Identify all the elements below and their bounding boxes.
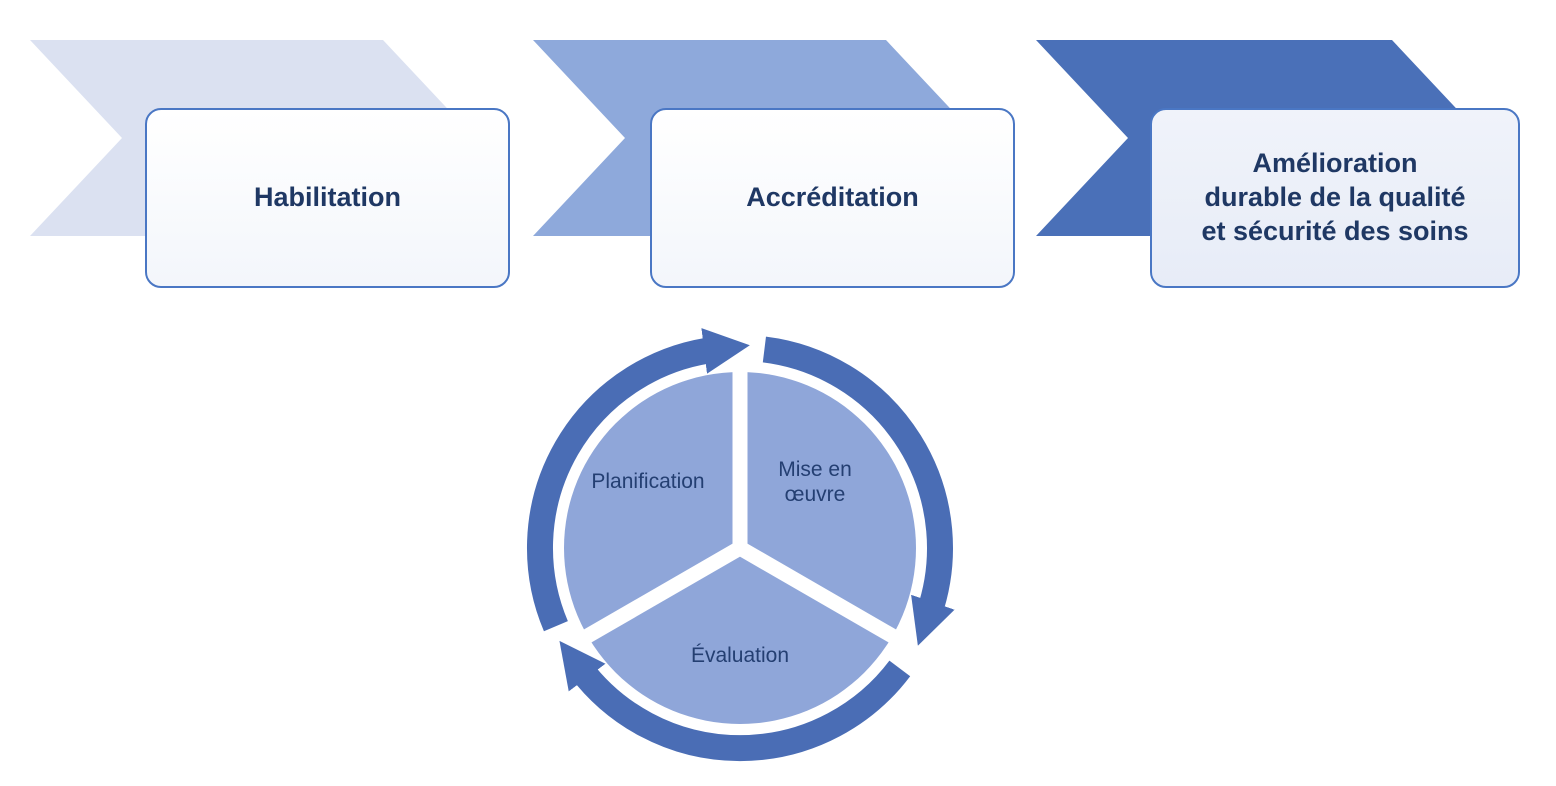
step-box-habilitation: Habilitation (145, 108, 510, 288)
step-label-amelioration-line3: et sécurité des soins (1201, 215, 1469, 246)
cycle-diagram: Planification Mise en œuvre Évaluation (510, 318, 970, 778)
step-box-amelioration: Amélioration durable de la qualité et sé… (1150, 108, 1520, 288)
step-box-accreditation: Accréditation (650, 108, 1015, 288)
step-label-amelioration-line1: Amélioration (1252, 148, 1418, 179)
cycle-arrow-left-arc (526, 328, 750, 632)
step-label-accreditation: Accréditation (746, 182, 919, 213)
cycle-label-planification: Planification (591, 470, 705, 493)
step-label-amelioration-line2: durable de la qualité (1204, 182, 1466, 213)
sector-divider-lower-right (736, 541, 902, 646)
cycle-svg (526, 328, 955, 762)
cycle-label-evaluation: Évaluation (690, 644, 790, 667)
cycle-arrow-right-arc (762, 336, 955, 646)
sector-divider-lower-left (578, 541, 744, 646)
cycle-label-mise-en-oeuvre: Mise en œuvre (778, 458, 852, 506)
cycle-arrow-bottom-arc (559, 640, 911, 762)
step-label-habilitation: Habilitation (254, 182, 401, 213)
